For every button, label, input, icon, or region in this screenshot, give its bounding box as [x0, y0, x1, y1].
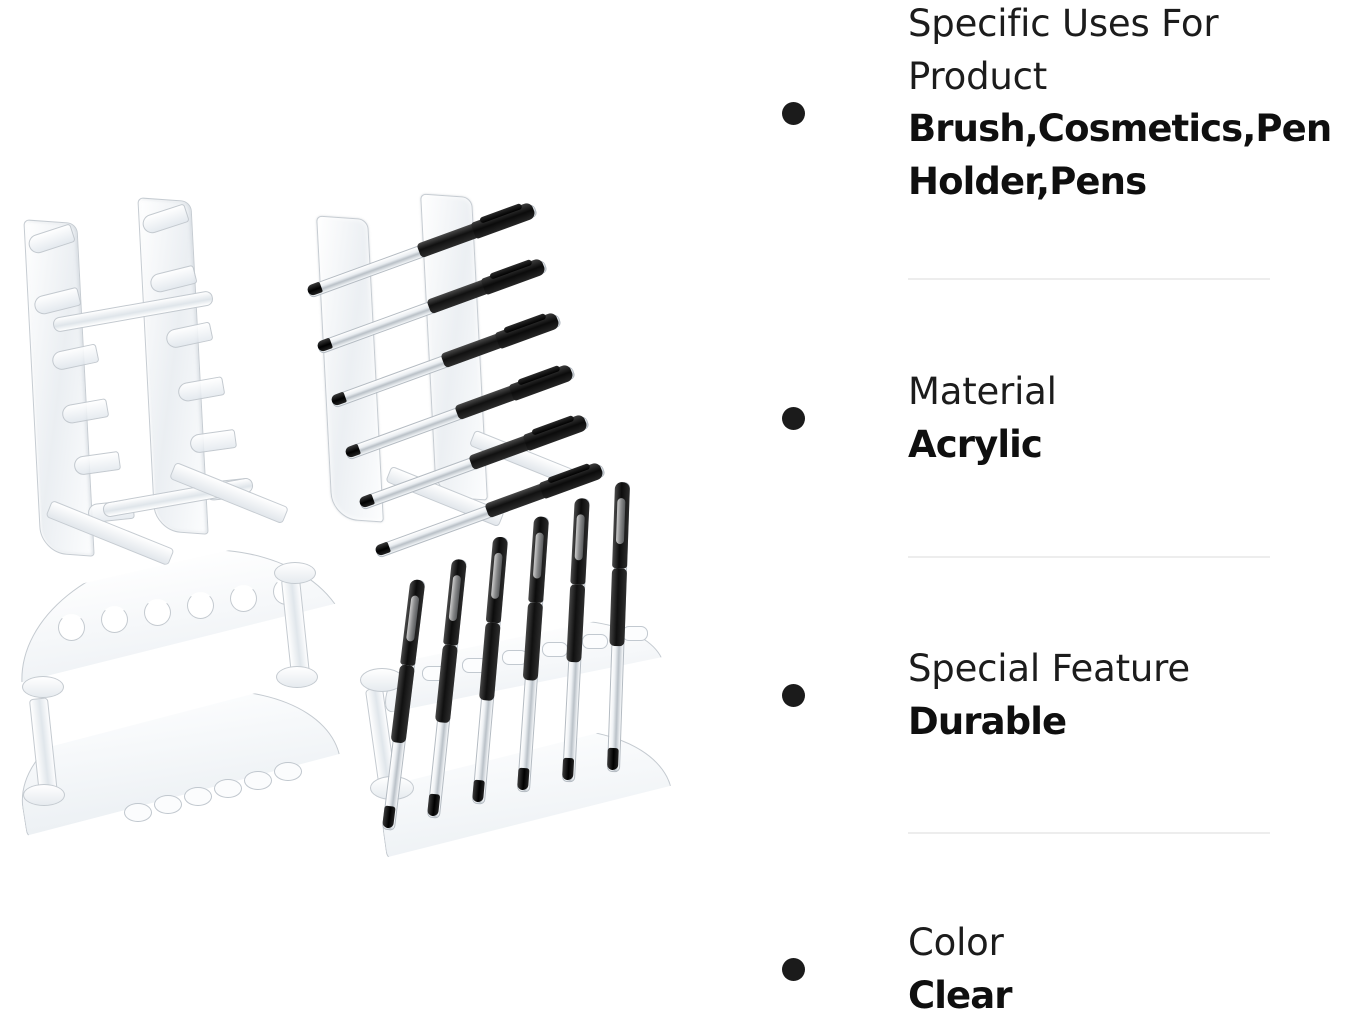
stand-base-hole [274, 762, 302, 781]
stand-notch [144, 599, 171, 626]
spec-value: Durable [908, 699, 1067, 743]
spec-divider [908, 556, 1270, 558]
curved-arch-stand-empty [6, 548, 356, 868]
bullet-icon [782, 407, 805, 430]
pen-cap-window [448, 574, 462, 622]
tiered-pen-rack-empty [18, 196, 298, 567]
pen-tip [562, 757, 575, 781]
stand-slot [622, 626, 648, 641]
stand-base [8, 670, 345, 841]
pen-cap-window [615, 498, 626, 545]
stand-slot [582, 634, 608, 649]
spec-label: Color [908, 921, 1004, 964]
stand-slot [542, 642, 568, 657]
stand-notch [101, 606, 128, 633]
bullet-icon [782, 684, 805, 707]
pen-cap [528, 516, 550, 603]
pen-cap-window [490, 552, 503, 600]
spec-text-block: Special Feature Durable [908, 643, 1345, 748]
spec-text-block: Specific Uses For Product Brush,Cosmetic… [908, 0, 1345, 208]
stand-base-hole [154, 795, 182, 814]
pen-cap [400, 578, 426, 667]
stand-base-hole [184, 787, 212, 806]
pen-cap [612, 481, 631, 569]
spec-label: Specific Uses For Product [908, 2, 1219, 98]
stand-foot-right [276, 666, 318, 688]
pen-cap-window [532, 532, 544, 579]
pen-cap [443, 558, 467, 646]
stand-base-hole [124, 803, 152, 822]
spec-value: Brush,Cosmetics,Pen Holder,Pens [908, 107, 1332, 203]
spec-label: Material [908, 370, 1057, 413]
pen-cap-window [574, 514, 585, 561]
stand-base-hole [214, 779, 242, 798]
bullet-icon [782, 958, 805, 981]
bullet-icon [782, 102, 805, 125]
spec-text-block: Color Clear [908, 917, 1345, 1022]
spec-divider [908, 278, 1270, 280]
spec-label: Special Feature [908, 647, 1190, 690]
product-image-panel[interactable] [0, 0, 760, 1018]
spec-divider [908, 832, 1270, 834]
spec-text-block: Material Acrylic [908, 366, 1345, 471]
stand-base-hole [244, 771, 272, 790]
pen-grip [609, 567, 628, 647]
product-photo [0, 193, 760, 1018]
stand-foot-left [23, 784, 65, 806]
stand-collar-right [274, 562, 316, 584]
stand-notch [230, 585, 257, 612]
pen-tip [607, 747, 619, 771]
spec-value: Clear [908, 973, 1013, 1017]
product-specs-list: Specific Uses For Product Brush,Cosmetic… [760, 0, 1345, 1018]
spec-value: Acrylic [908, 422, 1043, 466]
curved-arch-stand-loaded [360, 481, 680, 870]
stand-collar-left [22, 676, 64, 698]
pen-cap-window [405, 595, 420, 642]
pen-tip [517, 767, 530, 791]
pen-cap [485, 536, 509, 624]
stand-notch [187, 592, 214, 619]
pen-cap [570, 497, 590, 585]
stand-notch [58, 614, 85, 641]
